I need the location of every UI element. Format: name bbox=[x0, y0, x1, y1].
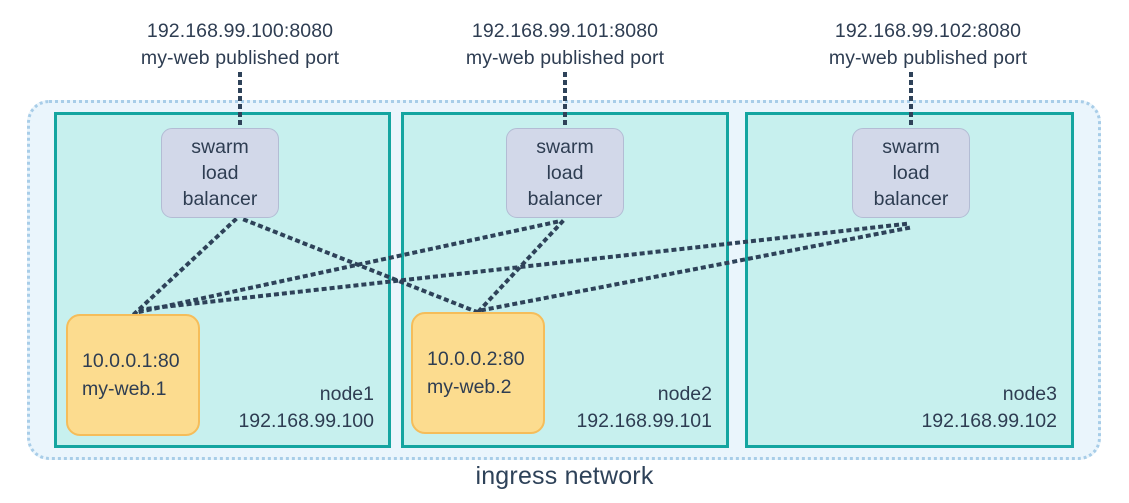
swarm-load-balancer-node1[interactable]: swarm load balancer bbox=[161, 128, 279, 218]
published-port-address: 192.168.99.102:8080 bbox=[834, 20, 1022, 42]
load-balancer-line2: load bbox=[892, 162, 930, 184]
load-balancer-line1: swarm bbox=[882, 136, 940, 158]
load-balancer-line2: load bbox=[546, 162, 584, 184]
task-address: 10.0.0.1:80 bbox=[82, 350, 180, 372]
task-name: my-web.2 bbox=[427, 376, 512, 398]
node-name: node1 bbox=[319, 383, 374, 405]
node-ip: 192.168.99.102 bbox=[921, 410, 1057, 432]
node-ip: 192.168.99.101 bbox=[576, 410, 712, 432]
published-port-description: my-web published port bbox=[140, 47, 340, 69]
task-box-my-web-2[interactable]: 10.0.0.2:80 my-web.2 bbox=[411, 312, 545, 434]
load-balancer-line2: load bbox=[201, 162, 239, 184]
swarm-load-balancer-node2[interactable]: swarm load balancer bbox=[506, 128, 624, 218]
task-name: my-web.1 bbox=[82, 378, 167, 400]
published-port-address: 192.168.99.101:8080 bbox=[471, 20, 659, 42]
published-port-label-node1: 192.168.99.100:8080 my-web published por… bbox=[110, 18, 370, 72]
ingress-network-caption: ingress network bbox=[475, 462, 654, 490]
load-balancer-line3: balancer bbox=[873, 188, 949, 210]
load-balancer-line1: swarm bbox=[536, 136, 594, 158]
published-port-description: my-web published port bbox=[465, 47, 665, 69]
published-port-label-node3: 192.168.99.102:8080 my-web published por… bbox=[798, 18, 1058, 72]
node-label-node2: node2 192.168.99.101 bbox=[576, 381, 712, 435]
node-name: node2 bbox=[657, 383, 712, 405]
node-label-node1: node1 192.168.99.100 bbox=[238, 381, 374, 435]
published-port-address: 192.168.99.100:8080 bbox=[146, 20, 334, 42]
load-balancer-line1: swarm bbox=[191, 136, 249, 158]
swarm-load-balancer-node3[interactable]: swarm load balancer bbox=[852, 128, 970, 218]
load-balancer-line3: balancer bbox=[527, 188, 603, 210]
node-name: node3 bbox=[1002, 383, 1057, 405]
published-port-label-node2: 192.168.99.101:8080 my-web published por… bbox=[435, 18, 695, 72]
load-balancer-line3: balancer bbox=[182, 188, 258, 210]
published-port-description: my-web published port bbox=[828, 47, 1028, 69]
node-ip: 192.168.99.100 bbox=[238, 410, 374, 432]
task-address: 10.0.0.2:80 bbox=[427, 348, 525, 370]
node-label-node3: node3 192.168.99.102 bbox=[921, 381, 1057, 435]
task-box-my-web-1[interactable]: 10.0.0.1:80 my-web.1 bbox=[66, 314, 200, 436]
